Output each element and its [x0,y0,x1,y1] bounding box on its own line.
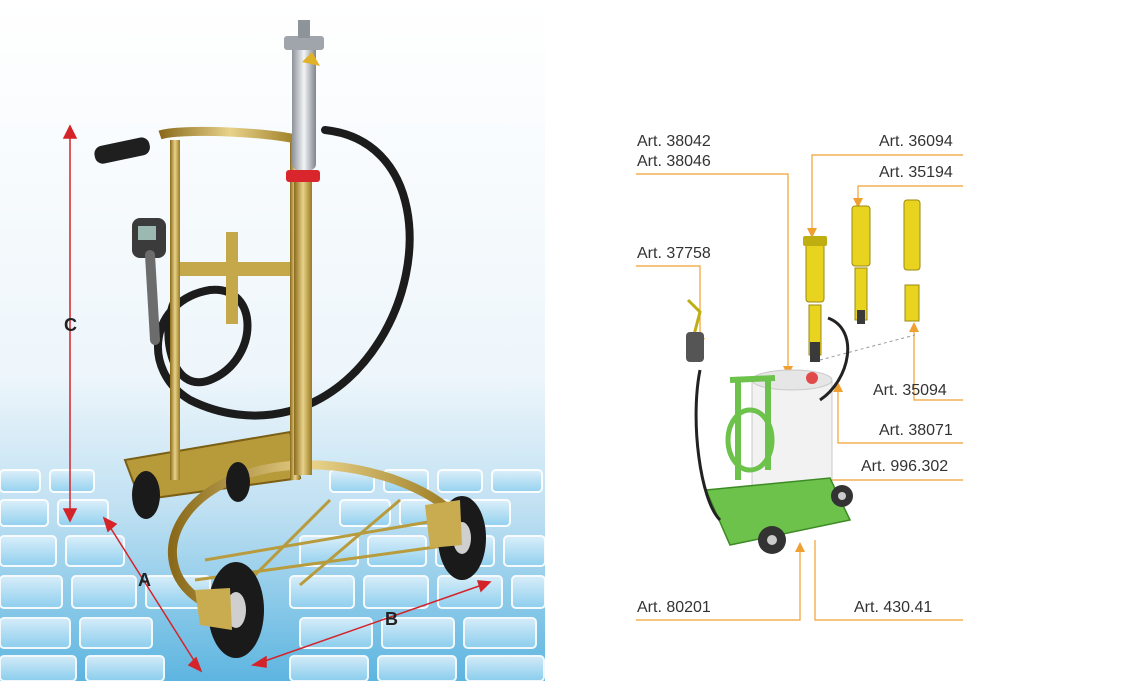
gun-37758 [686,298,704,362]
wheel-rear-right [226,462,250,502]
dimension-b-arrow [250,580,492,668]
wheel-rear-left [132,471,160,519]
label-art-37758: Art. 37758 [637,245,711,262]
hose-diagram [819,316,850,402]
label-art-35094: Art. 35094 [873,382,947,399]
leader-lines [636,154,963,621]
dimension-a-arrow [102,516,203,673]
label-art-80201: Art. 80201 [637,599,711,616]
bung-adapter [286,170,320,182]
pump-tube-35094 [903,199,921,322]
trolley-upright-left [170,140,180,480]
label-art-38046: Art. 38046 [637,153,711,170]
trolley-green [704,375,853,554]
label-art-38071: Art. 38071 [879,422,953,439]
drum [751,369,833,491]
wheel-front-left [208,562,264,658]
dimension-label-c: C [64,315,77,335]
label-art-996302: Art. 996.302 [861,458,949,475]
dimension-label-b: B [385,609,398,629]
label-art-43041: Art. 430.41 [854,599,933,616]
pump-motor [292,40,316,170]
dimension-label-a: A [138,570,151,590]
pump-35194 [851,205,871,324]
label-art-38042: Art. 38042 [637,133,711,150]
label-art-36094: Art. 36094 [879,133,953,150]
parts-diagram [636,154,963,621]
label-art-35194: Art. 35194 [879,164,953,181]
product-photo [0,0,545,681]
gun-handle [94,137,150,164]
trolley-front-frame [168,460,460,604]
pump-36094 [803,236,827,362]
hose [154,126,414,420]
dimension-c-arrow [62,124,78,523]
pump-tube [294,175,312,475]
